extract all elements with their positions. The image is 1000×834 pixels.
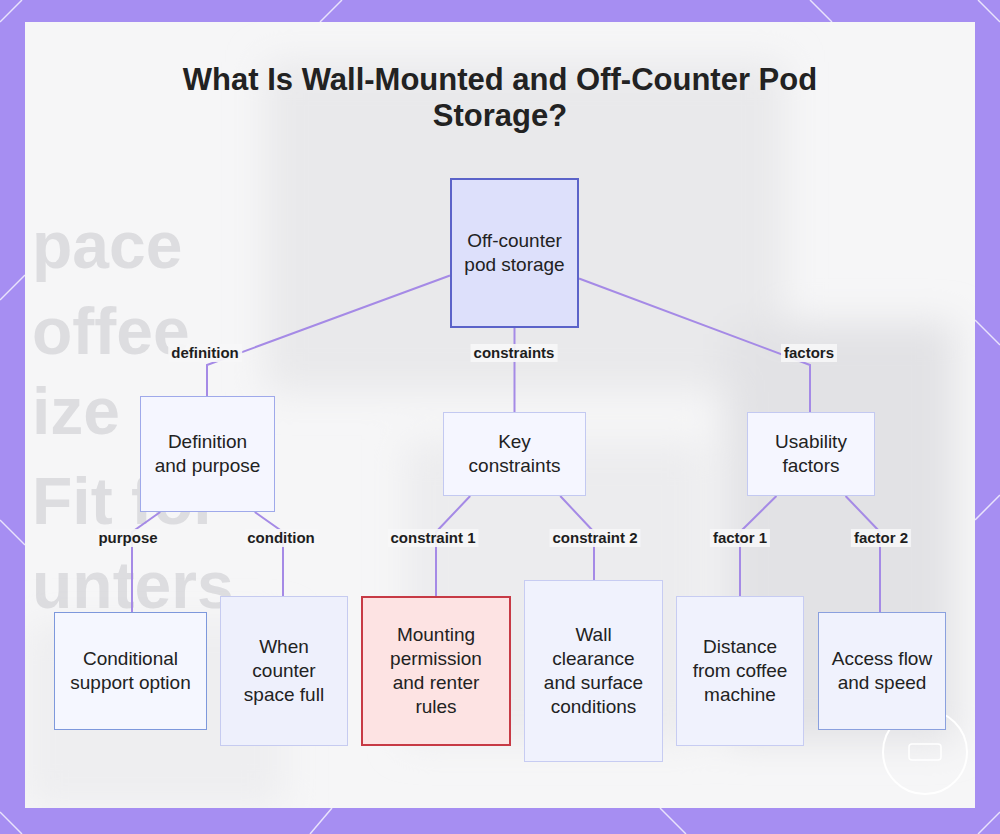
connector — [207, 276, 450, 397]
text-group: Definition and purpose — [151, 430, 264, 478]
text-group: Off-counter pod storage — [462, 229, 567, 277]
branch-box: Usability factors — [747, 412, 875, 496]
leaf-box: Mounting permission and renter rules — [361, 596, 511, 746]
connector-line — [514, 328, 516, 412]
background-text: offee — [32, 298, 190, 364]
edge-label: factor 1 — [710, 529, 770, 547]
leaf-box: Access flow and speed — [818, 612, 946, 730]
text-group: When counter space full — [231, 635, 337, 707]
corner-line — [975, 320, 1000, 345]
leaf-box: Wall clearance and surface conditions — [524, 580, 663, 762]
leaf-box: Conditional support option — [54, 612, 207, 730]
text-group: Access flow and speed — [829, 647, 935, 695]
connector-line — [132, 512, 160, 612]
node-label: Key constraints — [454, 430, 575, 478]
corner-line — [660, 808, 686, 834]
corner-line — [310, 808, 332, 834]
node-label: When counter space full — [231, 635, 337, 707]
text-group: Wall clearance and surface conditions — [535, 623, 652, 719]
blur-shapes — [25, 62, 955, 808]
connector-line — [846, 496, 880, 612]
connector-line — [255, 512, 283, 596]
branch-box: Key constraints — [443, 412, 586, 496]
node-label: Wall clearance and surface conditions — [535, 623, 652, 719]
root-box: Off-counter pod storage — [450, 178, 579, 328]
edge-label: purpose — [95, 529, 160, 547]
node-label: Off-counter pod storage — [462, 229, 567, 277]
text-group: Distance from coffee machine — [687, 635, 793, 707]
diagram-title: What Is Wall-Mounted and Off-Counter Pod… — [180, 62, 820, 134]
text-group: Conditional support option — [65, 647, 196, 695]
node-label: Conditional support option — [65, 647, 196, 695]
corner-line — [978, 0, 1000, 22]
connector — [579, 279, 810, 413]
node-label: Distance from coffee machine — [687, 635, 793, 707]
connector-line — [579, 279, 810, 413]
corner-line — [0, 275, 25, 300]
corner-line — [975, 495, 1000, 520]
corner-line — [0, 812, 22, 834]
background-text: ize — [32, 378, 120, 444]
leaf-box: When counter space full — [220, 596, 348, 746]
branch-box: Definition and purpose — [140, 396, 275, 512]
node-label: Usability factors — [758, 430, 864, 478]
text-group: Usability factors — [758, 430, 864, 478]
edge-label: factor 2 — [851, 529, 911, 547]
connector — [255, 512, 283, 596]
corner-line — [0, 520, 25, 545]
node-label: Mounting permission and renter rules — [373, 623, 499, 719]
edge-label: condition — [244, 529, 318, 547]
node-label: Definition and purpose — [151, 430, 264, 478]
text-group: Mounting permission and renter rules — [373, 623, 499, 719]
node-label: Access flow and speed — [829, 647, 935, 695]
edge-label: constraint 2 — [549, 529, 640, 547]
edge-label: definition — [168, 344, 242, 362]
corner-line — [978, 812, 1000, 834]
corner-line — [320, 0, 342, 22]
connector-line — [207, 276, 450, 397]
text-group: Key constraints — [454, 430, 575, 478]
leaf-box: Distance from coffee machine — [676, 596, 804, 746]
edge-label: factors — [781, 344, 837, 362]
edge-label: constraint 1 — [387, 529, 478, 547]
connector — [132, 512, 160, 612]
corner-line — [0, 0, 22, 22]
connector — [846, 496, 880, 612]
logo-icon — [909, 744, 941, 760]
edge-label: constraints — [471, 344, 558, 362]
connector — [514, 328, 515, 412]
background-text: pace — [32, 212, 182, 278]
corner-line — [810, 0, 832, 22]
